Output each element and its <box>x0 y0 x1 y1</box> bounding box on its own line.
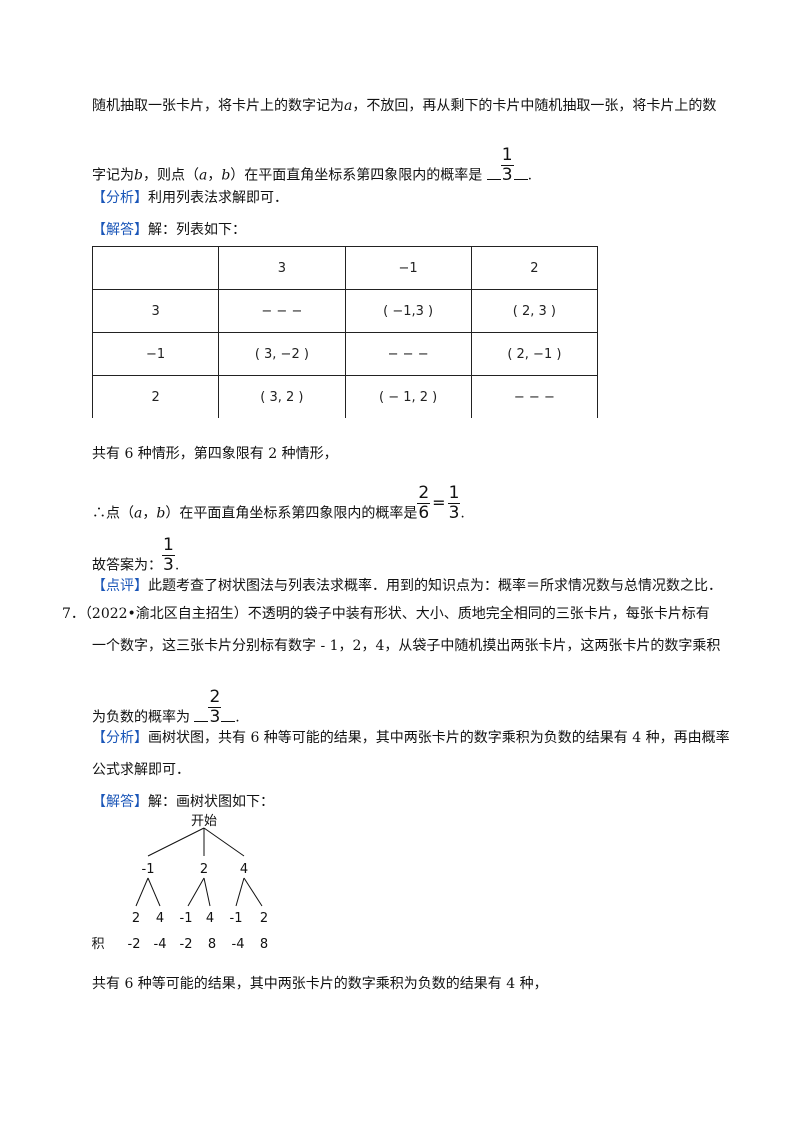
tree-branch <box>203 827 245 857</box>
tree-leaf: -1 <box>180 911 193 926</box>
tree-leaf: 2 <box>132 911 140 926</box>
product-value: -2 <box>180 937 193 952</box>
solution-tag: 【解答】 <box>92 794 148 810</box>
analysis-line: 【分析】利用列表法求解即可． <box>92 190 288 206</box>
table-cell: −1 <box>344 246 472 290</box>
problem-text-line: 随机抽取一张卡片，将卡片上的数字记为a，不放回，再从剩下的卡片中随机抽取一张，将… <box>92 98 717 114</box>
table-cell: ( 2, −1 ) <box>470 332 599 376</box>
product-value: -4 <box>232 937 245 952</box>
tree-branch <box>135 877 149 907</box>
table-row: 3 − − − ( −1,3 ) ( 2, 3 ) <box>91 289 599 333</box>
tree-node: -1 <box>142 862 155 877</box>
table-cell: −1 <box>91 332 220 376</box>
table-row: 3 −1 2 <box>91 246 599 290</box>
product-value: -2 <box>128 937 141 952</box>
product-value: 8 <box>260 937 268 952</box>
question-7-line: 7．（2022•渝北区自主招生）不透明的袋子中装有形状、大小、质地完全相同的三张… <box>62 606 710 622</box>
tree-branch <box>147 877 161 907</box>
tree-leaf: -1 <box>230 911 243 926</box>
comment-line: 【点评】此题考查了树状图法与列表法求概率．用到的知识点为：概率＝所求情况数与总情… <box>92 578 722 594</box>
solution-text-line: 共有 6 种情形，第四象限有 2 种情形， <box>92 446 338 462</box>
solution-line: 【解答】解：画树状图如下： <box>92 794 274 810</box>
tree-branch <box>203 877 211 907</box>
variable-b: b <box>134 167 143 184</box>
analysis-tag: 【分析】 <box>92 730 148 746</box>
tree-diagram: 开始 -1 2 4 2 4 -1 4 -1 2 积 -2 -4 -2 8 -4 … <box>92 814 268 952</box>
tree-branch <box>243 877 263 907</box>
table-row: −1 ( 3, −2 ) − − − ( 2, −1 ) <box>91 332 599 376</box>
table-cell: 2 <box>470 246 599 290</box>
tree-leaf: 4 <box>156 911 164 926</box>
table-row: 2 ( 3, 2 ) ( − 1, 2 ) − − − <box>91 375 599 418</box>
table-cell: 3 <box>91 289 220 333</box>
variable-a: a <box>344 98 353 114</box>
question-text-line: 一个数字，这三张卡片分别标有数字 - 1，2，4，从袋子中随机摸出两张卡片，这两… <box>92 638 721 654</box>
product-value: -4 <box>154 937 167 952</box>
analysis-line: 公式求解即可． <box>92 762 190 778</box>
analysis-tag: 【分析】 <box>92 190 148 206</box>
tree-root-label: 开始 <box>191 814 217 829</box>
tree-leaf: 2 <box>260 911 268 926</box>
question-number: 7． <box>62 606 85 622</box>
tree-branch <box>147 827 205 857</box>
tree-node: 2 <box>200 862 208 877</box>
product-value: 8 <box>208 937 216 952</box>
table-cell <box>91 246 220 290</box>
table-cell: ( − 1, 2 ) <box>344 375 472 418</box>
table-cell: ( 3, 2 ) <box>218 375 346 418</box>
solution-text-line: 共有 6 种等可能的结果，其中两张卡片的数字乘积为负数的结果有 4 种， <box>92 976 548 992</box>
tree-leaf: 4 <box>206 911 214 926</box>
table-cell: 3 <box>218 246 346 290</box>
solution-line: 【解答】解：列表如下： <box>92 222 246 238</box>
table-cell: ( 3, −2 ) <box>218 332 346 376</box>
solution-tag: 【解答】 <box>92 222 148 238</box>
table-cell: − − − <box>218 289 346 333</box>
outcome-table: 3 −1 2 3 − − − ( −1,3 ) ( 2, 3 ) −1 ( 3,… <box>91 246 599 418</box>
table-cell: ( −1,3 ) <box>344 289 472 333</box>
tree-branch <box>187 877 205 907</box>
tree-branch <box>235 877 245 907</box>
analysis-line: 【分析】画树状图，共有 6 种等可能的结果，其中两张卡片的数字乘积为负数的结果有… <box>92 730 730 746</box>
tree-node: 4 <box>240 862 248 877</box>
product-label: 积 <box>92 937 105 952</box>
table-cell: − − − <box>344 332 472 376</box>
table-cell: − − − <box>470 375 599 418</box>
table-cell: 2 <box>91 375 220 418</box>
comment-tag: 【点评】 <box>92 578 148 594</box>
table-cell: ( 2, 3 ) <box>470 289 599 333</box>
